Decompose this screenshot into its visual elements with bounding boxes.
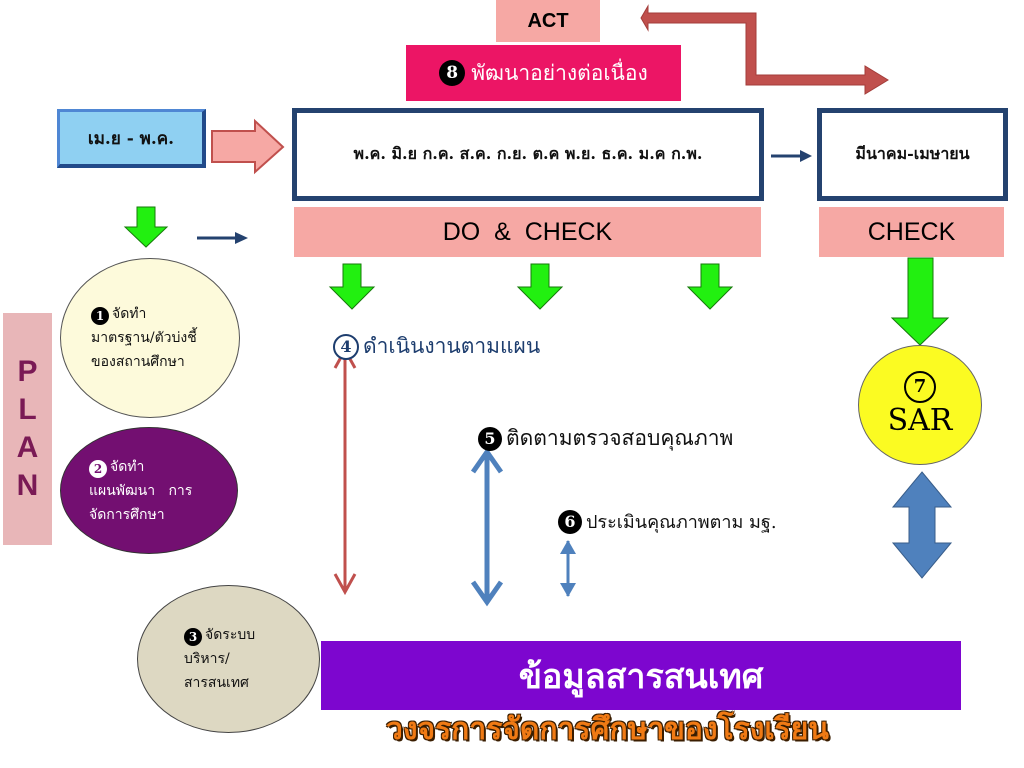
green-down-arrow-plan bbox=[123, 206, 169, 248]
months-to-final-arrow bbox=[771, 150, 812, 162]
do-check-label: DO & CHECK bbox=[442, 217, 613, 246]
check-bar: CHECK bbox=[819, 207, 1004, 257]
step4-label: ดำเนินงานตามแผน bbox=[363, 334, 541, 358]
footer-title-text: วงจรการจัดการศึกษาของโรงเรียน bbox=[386, 711, 829, 747]
timeline-start-box: เม.ย - พ.ค. bbox=[57, 109, 206, 168]
step6-label: ประเมินคุณภาพตาม มฐ. bbox=[586, 512, 777, 533]
step1-line: มาตรฐาน/ตัวบ่งชี้ bbox=[91, 330, 197, 346]
plan-to-do-arrow bbox=[197, 232, 248, 244]
step7-number-badge: 7 bbox=[904, 371, 936, 403]
step8-number-badge: 8 bbox=[439, 60, 466, 86]
information-bar: ข้อมูลสารสนเทศ bbox=[321, 641, 961, 710]
plan-letter: N bbox=[16, 469, 39, 502]
green-down-arrow-do-2 bbox=[516, 263, 564, 310]
step3-number-badge: 3 bbox=[184, 628, 202, 646]
start-to-months-arrow bbox=[211, 118, 285, 175]
plan-letter: L bbox=[18, 393, 37, 426]
act-loop-arrow bbox=[640, 4, 889, 95]
step1-line: ของสถานศึกษา bbox=[91, 354, 185, 370]
double-arrow-step5 bbox=[470, 447, 504, 607]
double-arrow-sar bbox=[891, 471, 953, 579]
sar-circle: 7 SAR bbox=[858, 345, 982, 465]
double-arrow-step6 bbox=[560, 540, 576, 597]
do-check-bar: DO & CHECK bbox=[294, 207, 761, 257]
step1-number-badge: 1 bbox=[91, 307, 109, 325]
step2-line: จัดการศึกษา bbox=[89, 506, 165, 523]
step3-line: จัดระบบ bbox=[205, 627, 256, 643]
sar-label: SAR bbox=[887, 403, 953, 438]
act-label: ACT bbox=[527, 9, 569, 32]
timeline-start-label: เม.ย - พ.ค. bbox=[87, 128, 175, 149]
step5-number-badge: 5 bbox=[478, 426, 502, 451]
plan-letter: A bbox=[16, 431, 39, 464]
information-label: ข้อมูลสารสนเทศ bbox=[518, 656, 764, 697]
step2-line: แผนพัฒนา การ bbox=[89, 482, 193, 499]
step1-line: จัดทำ bbox=[112, 306, 147, 322]
step6-number-badge: 6 bbox=[558, 509, 582, 534]
timeline-end-label: มีนาคม-เมษายน bbox=[855, 144, 970, 163]
green-down-arrow-check bbox=[890, 257, 950, 346]
step2-line: จัดทำ bbox=[110, 458, 145, 475]
step3-line: บริหาร/ bbox=[184, 651, 230, 667]
step4-text: 4 ดำเนินงานตามแผน bbox=[333, 330, 540, 363]
step5-text: 5 ติดตามตรวจสอบคุณภาพ bbox=[478, 422, 733, 455]
timeline-middle-box: พ.ค. มิ.ย ก.ค. ส.ค. ก.ย. ต.ค พ.ย. ธ.ค. ม… bbox=[292, 108, 764, 201]
footer-title: วงจรการจัดการศึกษาของโรงเรียน bbox=[386, 700, 1016, 758]
develop-box: 8 พัฒนาอย่างต่อเนื่อง bbox=[406, 45, 681, 101]
step4-number-badge: 4 bbox=[333, 333, 359, 360]
green-down-arrow-do-1 bbox=[328, 263, 376, 310]
plan-letter: P bbox=[17, 355, 38, 388]
step5-label: ติดตามตรวจสอบคุณภาพ bbox=[506, 426, 734, 450]
timeline-end-box: มีนาคม-เมษายน bbox=[817, 108, 1008, 201]
act-box: ACT bbox=[496, 0, 600, 42]
green-down-arrow-do-3 bbox=[686, 263, 734, 310]
step6-text: 6 ประเมินคุณภาพตาม มฐ. bbox=[558, 507, 777, 536]
double-arrow-step4 bbox=[333, 346, 357, 596]
develop-label: พัฒนาอย่างต่อเนื่อง bbox=[471, 60, 648, 85]
check-label: CHECK bbox=[867, 217, 956, 246]
plan-bar: P L A N bbox=[3, 313, 52, 545]
step2-number-badge: 2 bbox=[89, 459, 107, 478]
step3-line: สารสนเทศ bbox=[184, 675, 249, 691]
timeline-middle-label: พ.ค. มิ.ย ก.ค. ส.ค. ก.ย. ต.ค พ.ย. ธ.ค. ม… bbox=[353, 144, 703, 163]
